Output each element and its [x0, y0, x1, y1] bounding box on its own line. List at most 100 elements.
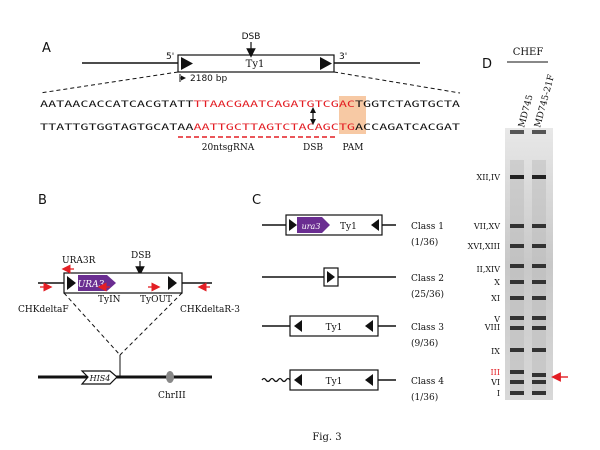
gel-band	[532, 264, 546, 268]
figure-caption: Fig. 3	[312, 432, 341, 443]
ura3r-label: URA3R	[62, 256, 96, 266]
his4-gene-arrow	[80, 370, 118, 385]
gel-band	[532, 348, 546, 352]
class-4-ltr-right-icon	[365, 374, 373, 386]
sgrna-label: 20ntsgRNA	[202, 143, 255, 153]
band-label-xi: XI	[491, 294, 500, 303]
class-1-count: (1/36)	[411, 237, 438, 248]
class-1-label: Class 1	[411, 222, 444, 232]
band-label-viii: VIII	[484, 323, 500, 332]
chr3-label: ChrIII	[158, 391, 186, 401]
gel-band	[510, 280, 524, 284]
gel-band	[532, 326, 546, 330]
svg-text:ura3: ura3	[302, 222, 321, 231]
gel-band	[532, 316, 546, 320]
dsb-label-top: DSB	[242, 32, 261, 42]
band-label-vii-xv: VII,XV	[473, 222, 500, 231]
five-prime-label: 5'	[166, 52, 174, 62]
zoom-line-right	[333, 71, 461, 94]
gel-band	[532, 373, 546, 377]
chkr-label: CHKdeltaR-3	[180, 305, 240, 315]
band-label-xvi-xiii: XVI,XIII	[468, 242, 500, 251]
band-label-i: I	[497, 389, 500, 398]
dsb-label-b: DSB	[131, 251, 151, 261]
ty1-element-box	[177, 54, 335, 73]
class-1-ura3-arrow	[297, 217, 330, 233]
class-1-diagram: ura3 Ty1	[262, 214, 396, 236]
band-label-x: X	[494, 278, 500, 287]
gel-band	[510, 264, 524, 268]
gel-band	[532, 380, 546, 384]
panel-b-letter: B	[38, 193, 47, 208]
centromere-icon	[166, 371, 174, 383]
insert-dash-right	[119, 292, 183, 356]
band-label-iii: III	[491, 368, 500, 377]
ltr-b-right-icon	[168, 276, 177, 290]
class-4-wavy-line	[261, 377, 295, 383]
three-prime-label: 3'	[339, 52, 347, 62]
gel-band	[510, 380, 524, 384]
gel-band	[510, 224, 524, 228]
his4-label: HIS4	[89, 374, 111, 383]
gel-band	[510, 296, 524, 300]
gel-band	[510, 370, 524, 374]
chef-label: CHEF	[513, 47, 544, 58]
class-4-diagram: Ty1	[261, 369, 396, 391]
ltr-b-left-icon	[67, 276, 76, 290]
distance-arrow-icon	[181, 75, 186, 81]
band-label-vi: VI	[490, 378, 500, 387]
band-label-v: V	[493, 315, 500, 324]
ltr-left-icon	[181, 57, 193, 70]
pam-highlight	[339, 96, 366, 134]
class-3-ltr-right-icon	[365, 320, 373, 332]
gel-image	[505, 128, 553, 400]
class-2-label: Class 2	[411, 274, 444, 284]
class-2-diagram	[262, 267, 396, 287]
class-3-ltr-left-icon	[294, 320, 302, 332]
panel-a-letter: A	[42, 41, 51, 56]
dsb-label-seq: DSB	[303, 143, 323, 153]
band-label-ix: IX	[491, 347, 500, 356]
ltr-right-icon	[320, 57, 332, 70]
svg-text:Ty1: Ty1	[340, 222, 357, 232]
class-1-ltr-right-icon	[371, 219, 379, 231]
band-label-ii-xiv: II,XIV	[477, 265, 501, 274]
gel-band	[532, 224, 546, 228]
class-4-label: Class 4	[411, 377, 444, 387]
class-1-ltr-left-icon	[289, 219, 297, 231]
panel-c-letter: C	[252, 193, 261, 208]
class-2-solo-ltr-icon	[327, 271, 335, 283]
gel-band	[510, 326, 524, 330]
lane-2-label: MD745-21F	[533, 74, 557, 129]
ty1-label: Ty1	[246, 59, 265, 70]
class-3-count: (9/36)	[411, 338, 438, 349]
panel-d-letter: D	[482, 57, 492, 72]
class-4-ltr-left-icon	[294, 374, 302, 386]
gel-band	[510, 316, 524, 320]
gel-band	[532, 296, 546, 300]
gel-band	[510, 391, 524, 395]
tyin-label: TyIN	[98, 295, 121, 305]
gel-band	[510, 175, 524, 179]
gel-band	[510, 244, 524, 248]
gel-band	[510, 348, 524, 352]
zoom-line-left	[39, 71, 179, 94]
svg-text:Ty1: Ty1	[326, 323, 343, 333]
gel-band	[532, 175, 546, 179]
gel-band	[532, 244, 546, 248]
class-3-label: Class 3	[411, 323, 444, 333]
gel-band	[532, 280, 546, 284]
class-2-count: (25/36)	[411, 289, 444, 300]
pam-label: PAM	[343, 143, 364, 153]
ura3-label: URA3	[78, 280, 105, 290]
distance-label: 2180 bp	[190, 74, 227, 84]
svg-text:Ty1: Ty1	[326, 377, 343, 387]
class-4-count: (1/36)	[411, 392, 438, 403]
chkf-label: CHKdeltaF	[18, 305, 69, 315]
band-label-xii-iv: XII,IV	[477, 173, 501, 182]
lane-1-label: MD745	[517, 93, 535, 128]
tyout-label: TyOUT	[140, 295, 172, 305]
